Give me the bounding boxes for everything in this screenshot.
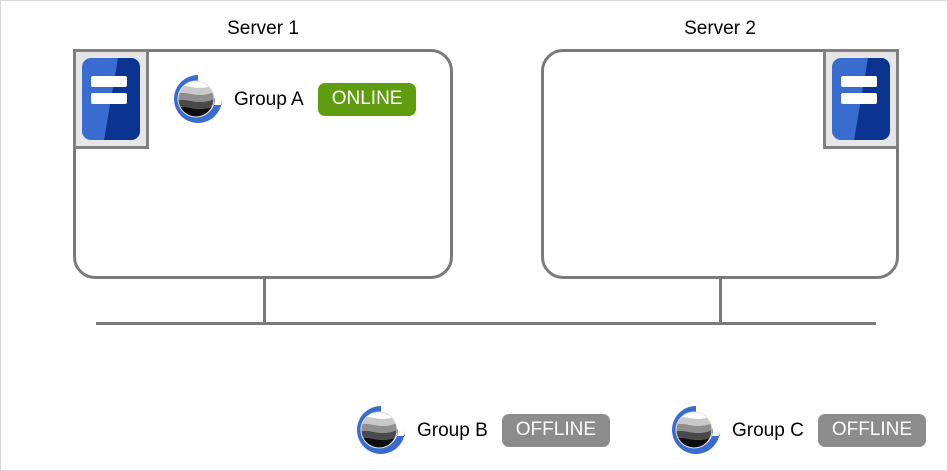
server-1-bus-drop-line [263,279,266,324]
server-rack-icon-body [82,58,140,140]
server-rack-icon-slot-1 [91,76,128,87]
server-rack-icon-slot-2 [91,93,128,104]
server-rack-icon [823,49,899,149]
server-2-bus-drop-line [719,279,722,324]
group-globe-logo [174,75,222,123]
server-rack-icon-body [832,58,890,140]
group-b-status-badge: OFFLINE [501,413,610,447]
server-rack-icon-slot-1 [841,76,878,87]
group-a-label: Group A [234,88,304,110]
group-c-label: Group C [732,419,804,441]
server-1-title: Server 1 [227,18,299,39]
group-a-status-badge: ONLINE [317,82,417,116]
server-rack-icon [73,49,149,149]
group-c-status-badge: OFFLINE [817,413,927,447]
network-bus-line [96,322,876,325]
group-row-b[interactable]: Group B OFFLINE [353,402,610,458]
group-globe-logo [357,406,405,454]
group-row-a[interactable]: Group A ONLINE [170,71,417,127]
group-row-c[interactable]: Group C OFFLINE [668,402,927,458]
server-rack-icon-slot-2 [841,93,878,104]
server-2-title: Server 2 [684,18,756,39]
group-b-label: Group B [417,419,488,441]
group-globe-logo [672,406,720,454]
